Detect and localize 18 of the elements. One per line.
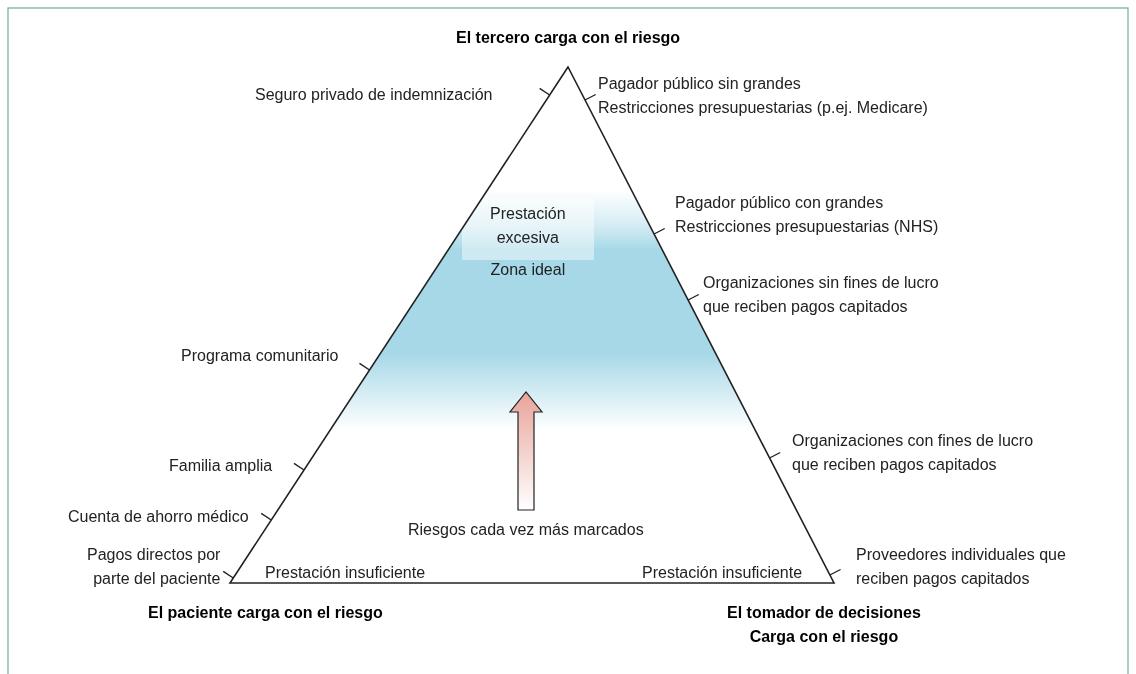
arrow-label: Riesgos cada vez más marcados xyxy=(408,520,644,540)
side-label: Programa comunitario xyxy=(181,346,339,366)
side-label: Familia amplia xyxy=(169,456,273,476)
side-label: Pagos directos por parte del paciente xyxy=(87,545,221,589)
side-label: Proveedores individuales que reciben pagos capitados xyxy=(856,545,1066,589)
zone-label: Prestación excesiva xyxy=(490,204,566,248)
side-label: Pagador público con grandes Restricciones presupuestarias (NHS) xyxy=(675,193,939,237)
zone-label: Prestación insuficiente xyxy=(642,563,803,583)
corner-label: El tercero carga con el riesgo xyxy=(456,28,681,48)
side-label: Organizaciones sin fines de lucro que reciben pagos capitados xyxy=(703,273,939,317)
side-label: Seguro privado de indemnización xyxy=(255,85,493,105)
side-label: Pagador público sin grandes Restricciones presupuestarias (p.ej. Medicare) xyxy=(598,74,928,118)
side-label: Organizaciones con fines de lucro que reciben pagos capitados xyxy=(792,431,1034,475)
side-label: Cuenta de ahorro médico xyxy=(68,507,249,527)
corner-label: El paciente carga con el riesgo xyxy=(148,603,383,623)
zone-label: Zona ideal xyxy=(490,260,566,280)
zone-label: Prestación insuficiente xyxy=(265,563,426,583)
corner-label: El tomador de decisiones Carga con el riesgo xyxy=(727,603,921,647)
